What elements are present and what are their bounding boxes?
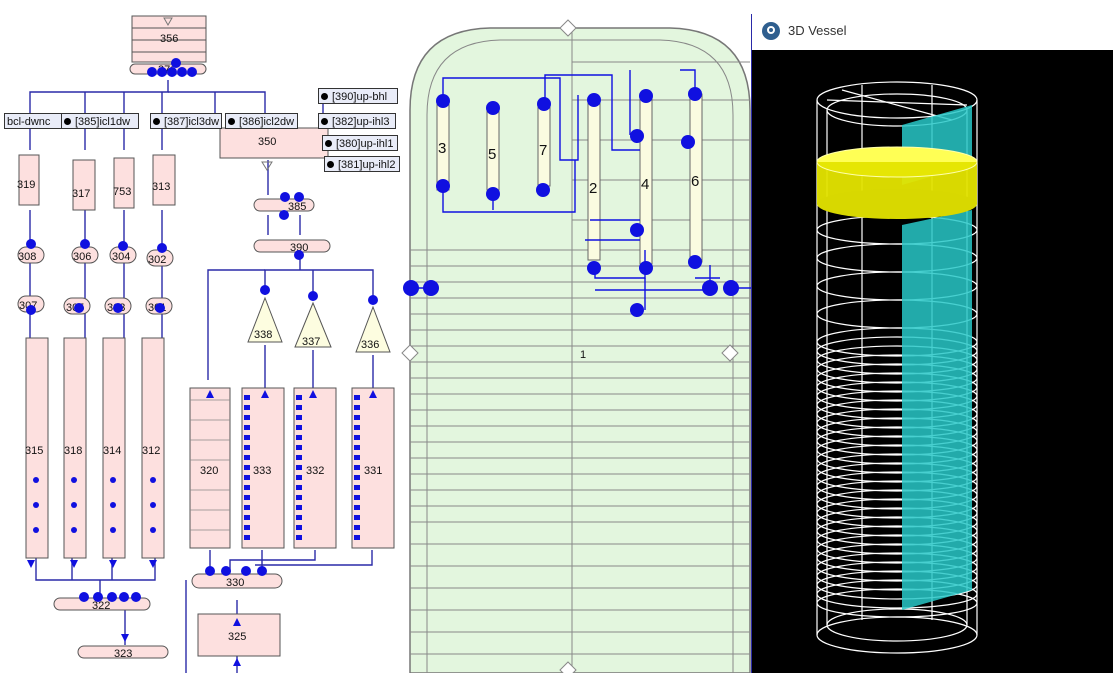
- unit-331-label: 331: [364, 465, 382, 477]
- unit-336-label: 336: [361, 339, 379, 351]
- unit-390[interactable]: 390: [254, 240, 330, 254]
- tube-label: 5: [488, 146, 496, 163]
- unit-323[interactable]: 323: [78, 646, 168, 660]
- vessel-main-label: 1: [580, 349, 586, 361]
- column-753[interactable]: 753: [113, 158, 134, 208]
- column-318[interactable]: 318: [64, 338, 86, 558]
- tag-up-ihl2[interactable]: [381]up-ihl2: [324, 156, 400, 172]
- column-315[interactable]: 315: [25, 338, 48, 558]
- unit-308[interactable]: 308: [18, 247, 44, 263]
- wire-edge: [827, 100, 967, 105]
- unit-356-label: 356: [160, 33, 178, 45]
- tag-icl2dw[interactable]: [386]icl2dw: [225, 113, 298, 129]
- unit-323-label: 323: [114, 648, 132, 660]
- column-317[interactable]: 317: [72, 160, 95, 210]
- svg-text:302: 302: [148, 254, 166, 266]
- vessel-3d-render: [752, 50, 1113, 673]
- tag-dot-icon: [228, 118, 235, 125]
- unit-356[interactable]: 356: [132, 16, 206, 62]
- unit-312-label: 312: [142, 445, 160, 457]
- column-320[interactable]: 320: [190, 388, 230, 548]
- tag-icl3dw[interactable]: [387]icl3dw: [150, 113, 222, 129]
- vessel-3d-viewport[interactable]: [752, 50, 1113, 673]
- unit-333-label: 333: [253, 465, 271, 477]
- unit-332-label: 332: [306, 465, 324, 477]
- unit-322-label: 322: [92, 600, 110, 612]
- tag-up-ihl3[interactable]: [382]up-ihl3: [318, 113, 396, 129]
- wire-ring: [827, 609, 967, 641]
- tag-dot-icon: [153, 118, 160, 125]
- tube-label: 3: [438, 140, 446, 157]
- svg-text:306: 306: [73, 251, 91, 263]
- unit-317-label: 317: [72, 188, 90, 200]
- unit-306[interactable]: 306: [72, 247, 98, 263]
- column-319[interactable]: 319: [17, 155, 39, 205]
- unit-337[interactable]: 337: [295, 303, 331, 348]
- unit-350-label: 350: [258, 136, 276, 148]
- tag-bcl-dwnc[interactable]: bcl-dwnc: [4, 113, 64, 129]
- unit-315-label: 315: [25, 445, 43, 457]
- tube-label: 4: [641, 176, 649, 193]
- tag-dot-icon: [321, 118, 328, 125]
- tag-dot-icon: [325, 140, 332, 147]
- tag-dot-icon: [64, 118, 71, 125]
- unit-330-label: 330: [226, 577, 244, 589]
- tube-label: 7: [539, 142, 547, 159]
- app-icon: [762, 22, 780, 40]
- vessel-3d-yellow-band: [817, 147, 977, 219]
- tall-column-ports: [33, 477, 156, 533]
- vessel-3d-titlebar[interactable]: 3D Vessel: [752, 14, 1113, 50]
- unit-330[interactable]: 330: [192, 574, 282, 589]
- window-title: 3D Vessel: [788, 23, 847, 38]
- unit-336[interactable]: 336: [356, 307, 390, 352]
- unit-325[interactable]: 325: [198, 614, 280, 656]
- column-313[interactable]: 313: [152, 155, 175, 205]
- unit-320-label: 320: [200, 465, 218, 477]
- column-312[interactable]: 312: [142, 338, 164, 558]
- unit-314-label: 314: [103, 445, 121, 457]
- tag-up-ihl1[interactable]: [380]up-ihl1: [322, 135, 398, 151]
- unit-338-label: 338: [254, 329, 272, 341]
- unit-318-label: 318: [64, 445, 82, 457]
- tag-dot-icon: [327, 161, 334, 168]
- tag-icl1dw[interactable]: [385]icl1dw: [61, 113, 139, 129]
- unit-325-label: 325: [228, 631, 246, 643]
- svg-text:308: 308: [18, 251, 36, 263]
- svg-text:304: 304: [112, 251, 130, 263]
- unit-753-label: 753: [113, 186, 131, 198]
- tube-label: 2: [589, 180, 597, 197]
- column-314[interactable]: 314: [103, 338, 125, 558]
- unit-338[interactable]: 338: [248, 298, 282, 342]
- unit-319-label: 319: [17, 179, 35, 191]
- unit-313-label: 313: [152, 181, 170, 193]
- tube-label: 6: [691, 173, 699, 190]
- unit-337-label: 337: [302, 336, 320, 348]
- unit-350[interactable]: 350: [220, 128, 328, 170]
- unit-385-label: 385: [288, 201, 306, 213]
- tag-up-bhl[interactable]: [390]up-bhl: [318, 88, 398, 104]
- tag-dot-icon: [321, 93, 328, 100]
